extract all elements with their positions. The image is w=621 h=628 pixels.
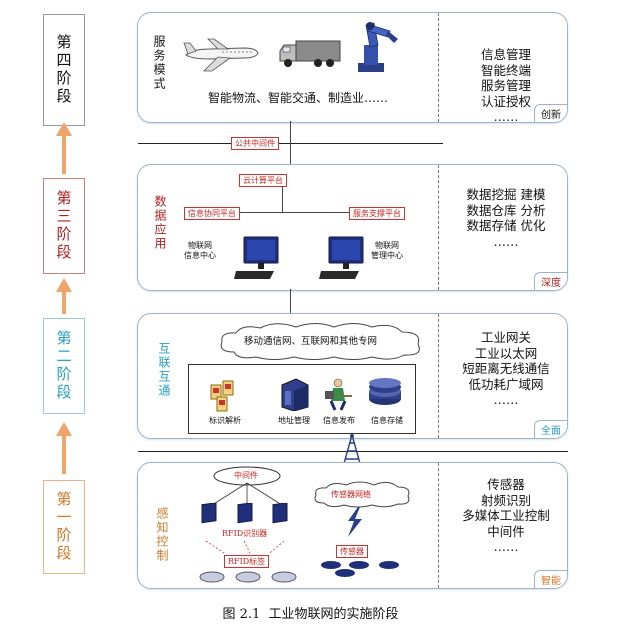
cloud-platform-box: 云计算平台 <box>239 174 287 187</box>
stage-4-box: 第四阶段 <box>43 14 85 126</box>
service-capability-list: 信息管理 智能终端 服务管理 认证授权 …… <box>447 47 565 125</box>
panel-service-mode: 服务模式 智能物流、智能交通、制造业…… 信息管理 智能终端 服务管理 认证授权… <box>137 12 568 125</box>
truck-icon <box>279 40 341 67</box>
middleware-links <box>211 482 283 506</box>
capability-item: 多媒体工业控制 <box>462 508 550 523</box>
operator-workstation-icon <box>325 378 352 411</box>
robot-arm-icon <box>358 22 398 72</box>
service-item-label: 标识解析 <box>209 416 241 425</box>
capability-item: 传感器 <box>487 477 525 492</box>
network-cloud-text: 移动通信网、互联网和其他专网 <box>244 336 378 347</box>
capability-item: 低功耗广域网 <box>468 376 544 392</box>
tag-intelligent: 智能 <box>534 570 567 588</box>
capability-item: 工业网关 <box>480 330 531 345</box>
computer-monitor-icon <box>234 236 279 279</box>
stage-2-label: 第二阶段 <box>54 330 73 402</box>
capability-item: 数据存储 优化 <box>466 218 546 233</box>
capability-item: 服务管理 <box>480 78 531 93</box>
capability-item: …… <box>493 392 519 407</box>
connector-line <box>216 212 386 213</box>
stage-3-box: 第三阶段 <box>43 178 85 274</box>
sensor-network-cloud-icon <box>314 481 410 508</box>
public-middleware-box: 公共中间件 <box>231 137 279 150</box>
tag-depth: 深度 <box>534 272 567 290</box>
perception-capability-list: 传感器 射频识别 多媒体工业控制 中间件 …… <box>447 477 565 555</box>
data-application-label: 数据应用 <box>153 195 167 251</box>
airplane-icon <box>183 38 259 72</box>
service-support-platform-box: 服务支撑平台 <box>349 207 405 220</box>
server-cabinet-icon <box>281 378 309 411</box>
panel-divider <box>438 314 439 438</box>
sensor-box: 传感器 <box>336 545 368 558</box>
rfid-reader-icon <box>201 503 217 524</box>
panel-divider <box>438 165 439 290</box>
tag-comprehensive: 全面 <box>534 420 567 438</box>
connector-line <box>290 121 291 165</box>
database-storage-icon <box>369 378 401 405</box>
arrow-up-icon <box>56 122 72 174</box>
computer-monitor-icon <box>319 236 364 279</box>
stage-1-box: 第一阶段 <box>43 480 85 574</box>
capability-item: 中间件 <box>487 523 525 539</box>
capability-item: 工业以太网 <box>474 345 538 361</box>
lightning-bolt-icon <box>348 507 362 537</box>
stage-1-label: 第一阶段 <box>54 491 73 563</box>
service-apps-text: 智能物流、智能交通、制造业…… <box>208 91 389 105</box>
capability-item: 数据仓库 分析 <box>466 202 546 218</box>
service-item-label: 信息存储 <box>371 416 403 425</box>
rfid-reader-icon <box>237 503 253 524</box>
rfid-tag-devices-icon <box>199 571 297 583</box>
cloud-icon <box>220 323 420 360</box>
rfid-tag-box: RFID标签 <box>224 555 270 568</box>
capability-item: 射频识别 <box>480 492 531 508</box>
stage-2-box: 第二阶段 <box>43 318 85 414</box>
service-item-label: 信息发布 <box>323 416 355 425</box>
capability-item: 短距离无线通信 <box>462 361 550 376</box>
antenna-tower-icon <box>342 434 362 468</box>
service-mode-label: 服务模式 <box>152 35 166 91</box>
stage-4-label: 第四阶段 <box>54 34 73 106</box>
network-services-box: 标识解析 地址管理 信息发布 信息存储 <box>188 364 416 434</box>
panel-perception-control: 感知控制 中间件 RFID识别器 RFID标签 传感器网络 传感器 传感器 射频… <box>137 462 568 589</box>
perception-control-label: 感知控制 <box>155 507 169 563</box>
connector-line <box>282 186 283 213</box>
sensor-network-label: 传感器网络 <box>331 490 371 499</box>
tag-innovation: 创新 <box>534 104 567 122</box>
middleware-label: 中间件 <box>234 471 258 480</box>
info-coordination-platform-box: 信息协同平台 <box>184 207 240 220</box>
iot-info-center-label: 物联网 信息中心 <box>184 241 216 261</box>
rfid-reader-icon <box>272 503 288 524</box>
panel-divider <box>438 13 439 122</box>
sensor-devices-icon <box>321 561 399 577</box>
panel-divider <box>438 463 439 588</box>
capability-item: 认证授权 <box>480 93 531 109</box>
panel-interconnection: 互联互通 移动通信网、互联网和其他专网 标识解析 <box>137 313 568 439</box>
capability-item: 数据挖掘 建模 <box>466 187 546 202</box>
connector-line <box>290 289 291 313</box>
pc-1-label: 物联网 信息中心 <box>184 241 216 260</box>
figure-caption: 图 2.1 工业物联网的实施阶段 <box>222 607 399 622</box>
capability-item: …… <box>493 109 519 124</box>
arrow-up-icon <box>56 422 72 474</box>
capability-item: …… <box>493 539 519 554</box>
iot-management-center-label: 物联网 管理中心 <box>371 241 403 261</box>
data-capability-list: 数据挖掘 建模 数据仓库 分析 数据存储 优化 …… <box>447 187 565 249</box>
arrow-up-icon <box>56 278 72 314</box>
capability-item: 智能终端 <box>480 62 531 78</box>
stage-arrows <box>56 122 72 474</box>
rfid-signal-lines <box>205 540 285 554</box>
service-item-label: 地址管理 <box>278 416 310 425</box>
id-card-stack-icon <box>210 380 234 412</box>
connectivity-list: 工业网关 工业以太网 短距离无线通信 低功耗广域网 …… <box>447 330 565 408</box>
pc-2-label: 物联网 管理中心 <box>371 241 403 260</box>
capability-item: …… <box>493 233 519 249</box>
capability-item: 信息管理 <box>480 47 531 62</box>
stage-3-label: 第三阶段 <box>54 190 73 262</box>
panel-data-application: 数据应用 云计算平台 信息协同平台 服务支撑平台 物联网 信息中心 物联网 管理… <box>137 164 568 291</box>
interconnection-label: 互联互通 <box>157 342 171 398</box>
rfid-reader-label: RFID识别器 <box>222 529 268 538</box>
